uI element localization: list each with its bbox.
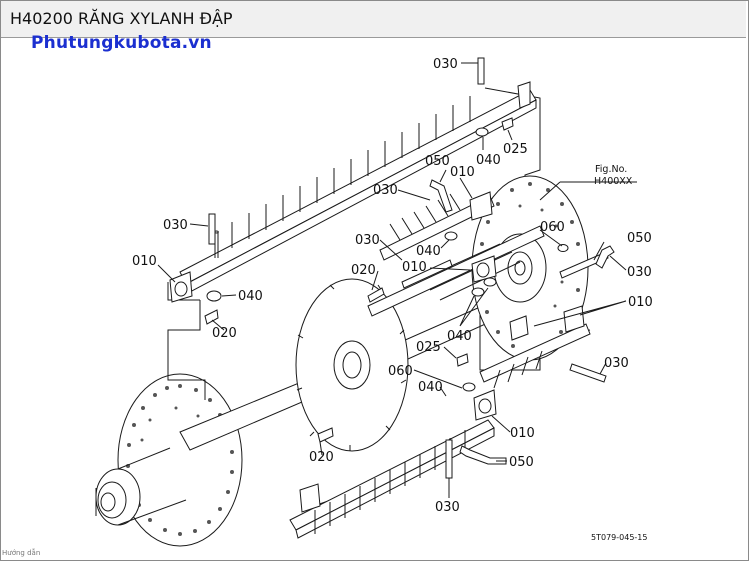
callout-040: 040 [416, 244, 441, 259]
callout-025: 025 [416, 340, 441, 355]
footer-note: Hướng dẫn [2, 549, 41, 557]
callout-020: 020 [212, 326, 237, 341]
callout-050: 050 [425, 154, 450, 169]
callout-040: 040 [238, 289, 263, 304]
callout-010: 010 [132, 254, 157, 269]
middle-rasp-bars [204, 117, 615, 443]
callout-040: 040 [476, 153, 501, 168]
upper-rasp-bar [169, 57, 537, 303]
callout-060: 060 [540, 220, 565, 235]
callout-060: 060 [388, 364, 413, 379]
callout-020: 020 [351, 263, 376, 278]
callout-030: 030 [163, 218, 188, 233]
callout-010: 010 [450, 165, 475, 180]
callout-010: 010 [510, 426, 535, 441]
callout-025: 025 [503, 142, 528, 157]
fig-ref-title: Fig.No. [595, 164, 627, 175]
callout-030: 030 [627, 265, 652, 280]
callout-020: 020 [309, 450, 334, 465]
site-watermark: Phutungkubota.vn [31, 33, 212, 53]
callout-040: 040 [447, 329, 472, 344]
callout-010: 010 [402, 260, 427, 275]
callout-030: 030 [435, 500, 460, 515]
front-disc [95, 373, 243, 547]
drawing-code: 5T079-045-15 [591, 533, 647, 542]
fig-ref-code: H400XX [594, 176, 633, 187]
callout-050: 050 [627, 231, 652, 246]
page-title: H40200 RĂNG XYLANH ĐẬP [10, 9, 233, 28]
lower-rasp-bar [289, 389, 507, 539]
callout-030: 030 [373, 183, 398, 198]
callout-030: 030 [355, 233, 380, 248]
callout-labels: 030 050 010 040 025 030 030 010 040 020 … [132, 57, 653, 515]
callout-030: 030 [433, 57, 458, 72]
callout-040: 040 [418, 380, 443, 395]
title-bar: H40200 RĂNG XYLANH ĐẬP [1, 1, 746, 38]
middle-disc [295, 278, 409, 452]
callout-050: 050 [509, 455, 534, 470]
callout-030: 030 [604, 356, 629, 371]
rear-disc [471, 175, 589, 361]
callout-010: 010 [628, 295, 653, 310]
leader-lines [157, 62, 637, 498]
